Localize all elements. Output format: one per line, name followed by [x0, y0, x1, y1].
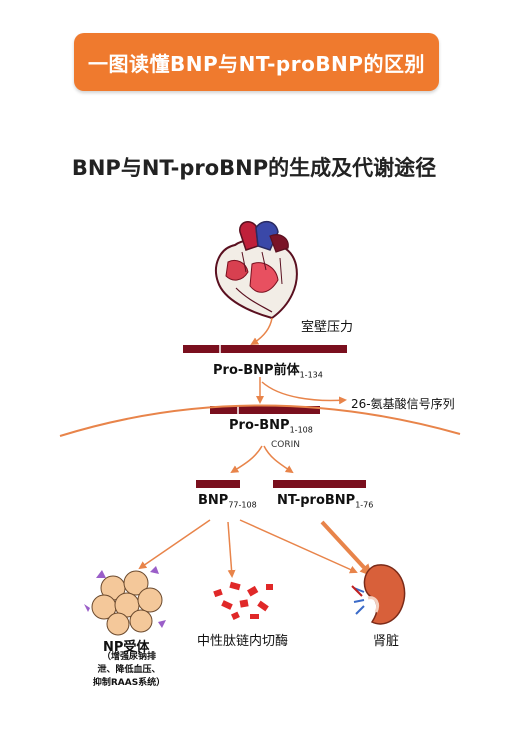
bnp-subscript: 77-108 [228, 500, 257, 510]
wall-stress-label: 室壁压力 [301, 320, 354, 335]
kidney-icon [351, 564, 406, 625]
nt-probnp-label: NT-proBNP1-76 [277, 493, 373, 510]
nt-probnp-bar [273, 480, 366, 488]
pro-bnp-precursor-subscript: 1-134 [299, 370, 323, 380]
pro-bnp-label: Pro-BNP1-108 [229, 418, 313, 435]
np-receptor-label: NP受体 [103, 640, 150, 655]
pro-bnp-bar [210, 406, 320, 414]
pro-bnp-precursor-bar [183, 345, 347, 353]
cell-membrane-line [59, 404, 461, 437]
cell-cluster-icon [84, 566, 166, 636]
bnp-bar [196, 480, 240, 488]
nt-probnp-cleavage-arrow [263, 445, 294, 474]
wall-stress-arrow [250, 317, 273, 346]
pro-bnp-precursor-text: Pro-BNP前体 [213, 363, 300, 378]
pro-bnp-text: Pro-BNP [229, 418, 290, 433]
nt-probnp-to-kidney-arrow [320, 520, 373, 577]
nt-probnp-text: NT-proBNP [277, 493, 356, 508]
to-endopeptidase-arrow [227, 521, 236, 578]
heart-icon [215, 220, 298, 320]
bnp-label: BNP77-108 [198, 493, 257, 510]
peptide-fragments-icon [213, 581, 273, 620]
bnp-text: BNP [198, 493, 229, 508]
signal-sequence-label: 26-氨基酸信号序列 [351, 397, 455, 411]
np-receptor-effect-line: 抑制RAAS系统） [92, 678, 166, 688]
diagram-subtitle: BNP与NT-proBNP的生成及代谢途径 [71, 156, 437, 180]
np-receptor-effect-line: 泄、降低血压、 [97, 665, 161, 675]
endopeptidase-label: 中性肽链内切酶 [197, 634, 289, 649]
corin-label: CORIN [271, 440, 301, 450]
to-receptor-arrow [138, 519, 211, 570]
pro-bnp-precursor-label: Pro-BNP前体1-134 [213, 359, 323, 380]
banner-title: 一图读懂BNP与NT-proBNP的区别 [88, 51, 425, 76]
bnp-cleavage-arrow [230, 445, 263, 474]
nt-probnp-subscript: 1-76 [355, 500, 374, 510]
np-receptor-effect-line: （增强尿钠排 [101, 652, 156, 662]
kidney-label: 肾脏 [373, 634, 400, 649]
bnp-to-kidney-arrow [239, 519, 358, 574]
title-banner: 一图读懂BNP与NT-proBNP的区别 [74, 33, 439, 91]
pro-bnp-subscript: 1-108 [289, 425, 313, 435]
np-receptor-effects: （增强尿钠排 泄、降低血压、 抑制RAAS系统） [79, 651, 179, 690]
signal-sequence-arrow [261, 381, 347, 405]
